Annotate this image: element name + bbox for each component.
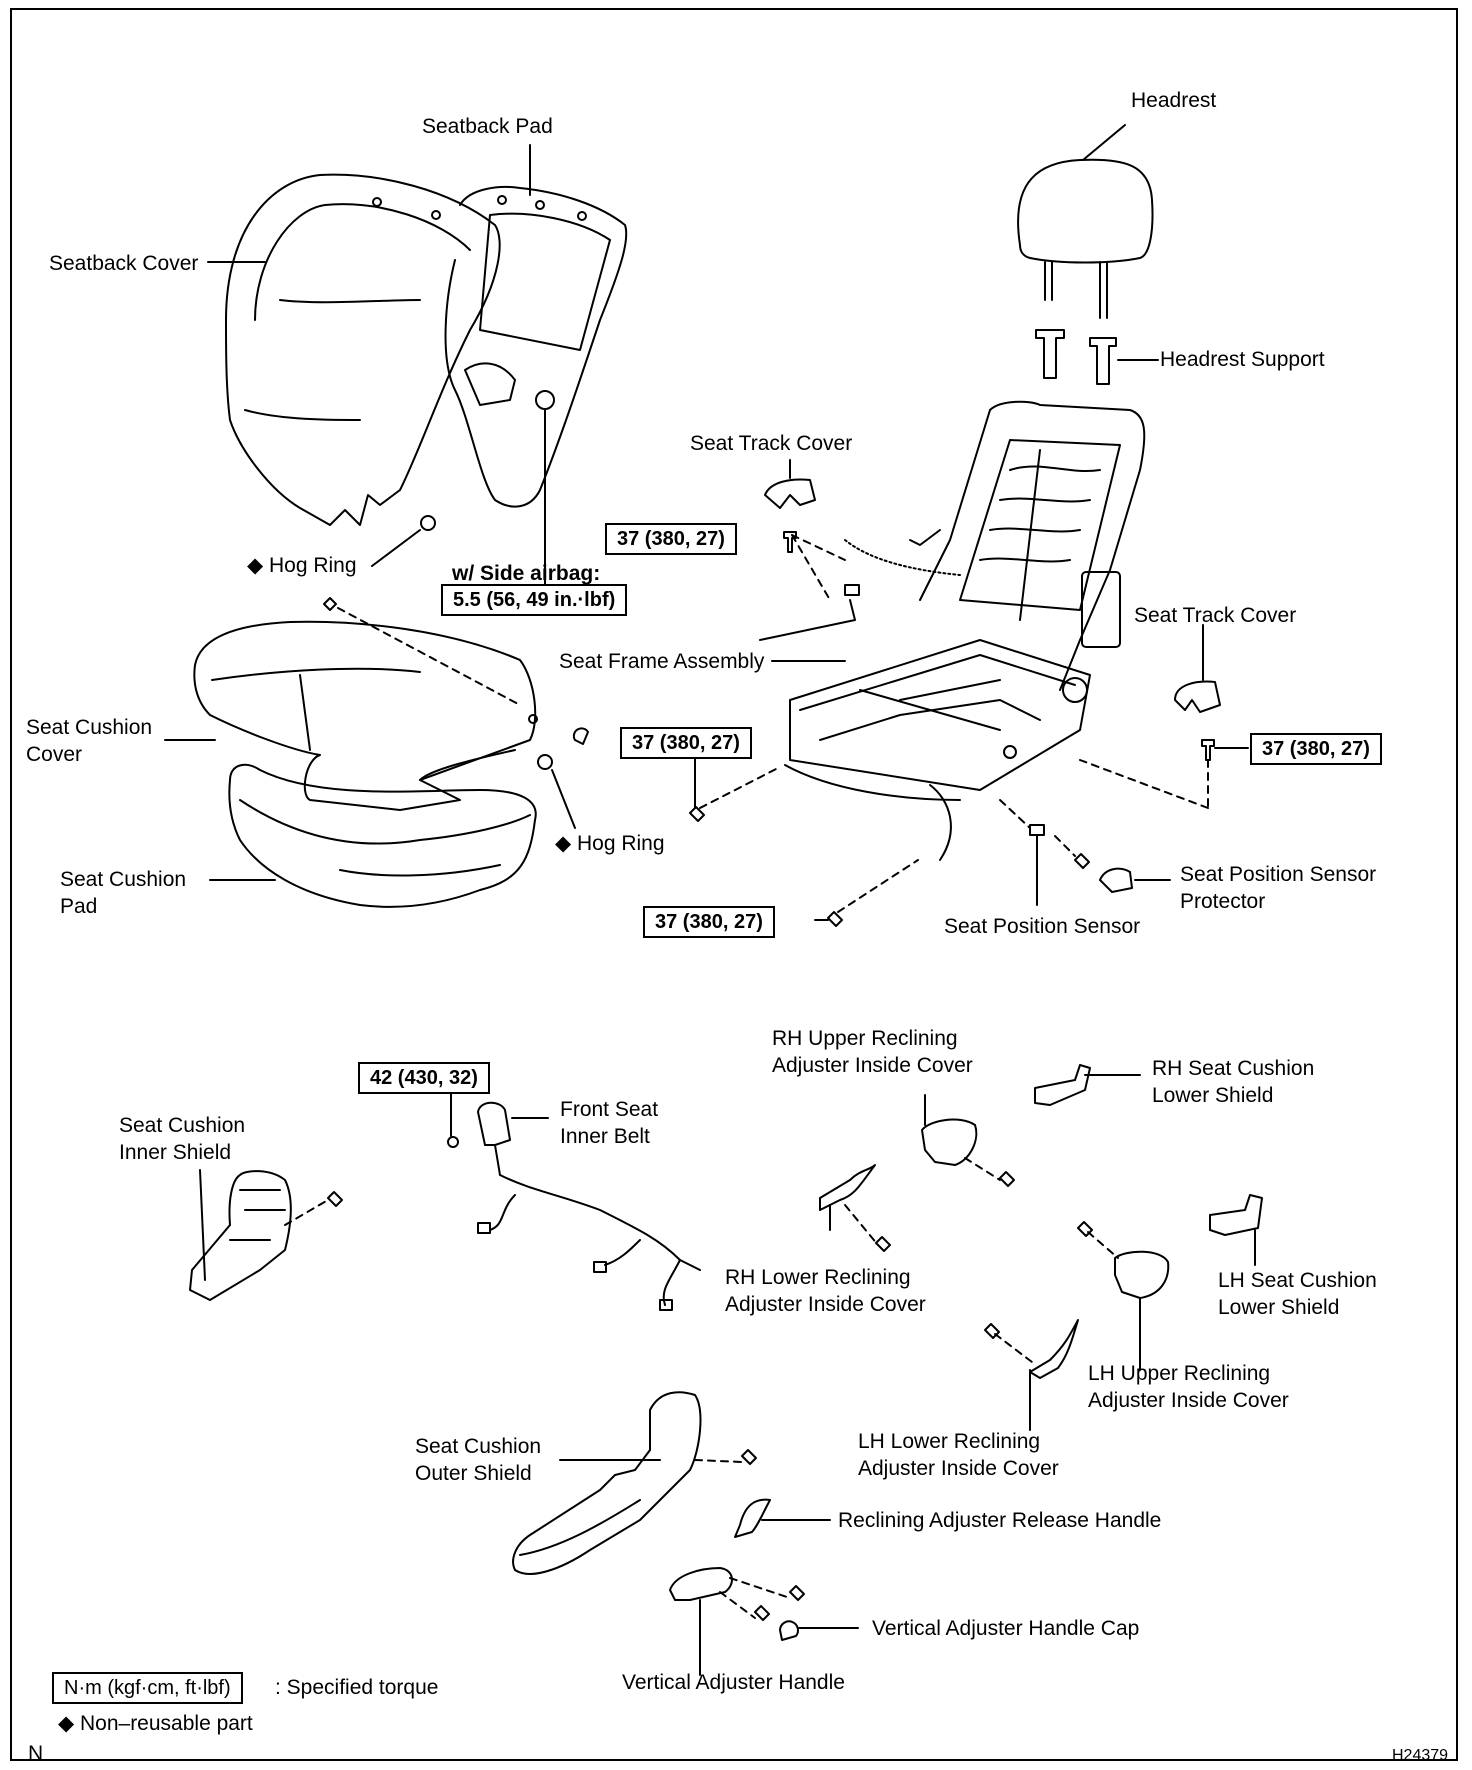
legend-torque-text: : Specified torque: [275, 1676, 439, 1699]
label-vertical-adjuster-handle-cap: Vertical Adjuster Handle Cap: [872, 1617, 1140, 1640]
diagram-id: H24379: [1392, 1747, 1449, 1764]
legend-nonreusable: ◆ Non–reusable part: [58, 1712, 253, 1735]
seat-cushion-inner-shield-drawing: [189, 1169, 343, 1301]
lh-upper-reclining-cover-drawing: [1077, 1221, 1170, 1371]
label-seat-position-sensor: Seat Position Sensor: [944, 915, 1141, 938]
label-hog-ring-2: ◆ Hog Ring: [555, 832, 665, 855]
hog-ring-1-drawing: [371, 515, 436, 567]
torque-box-inner-belt: 42 (430, 32): [358, 1062, 490, 1094]
torque-box-side-airbag: 5.5 (56, 49 in.·lbf): [441, 584, 628, 616]
seat-cushion-cover-drawing: [164, 597, 589, 811]
label-seat-frame-assembly: Seat Frame Assembly: [559, 650, 765, 673]
seatback-pad-drawing: [444, 144, 628, 586]
legend-torque-box: N·m (kgf·cm, ft·lbf): [52, 1672, 243, 1704]
hog-ring-2-drawing: [537, 754, 576, 829]
label-seatback-cover: Seatback Cover: [49, 252, 199, 275]
label-seatback-pad: Seatback Pad: [422, 115, 553, 138]
seat-track-cover-1-drawing: [764, 459, 816, 509]
seat-position-sensor-drawing: [999, 799, 1171, 906]
reclining-release-handle-drawing: [734, 1498, 831, 1538]
torque-box-frame-front: 37 (380, 27): [620, 727, 752, 759]
rh-upper-reclining-cover-drawing: [921, 1094, 1015, 1187]
label-headrest-support: Headrest Support: [1160, 348, 1325, 371]
rh-seat-cushion-lower-shield-drawing: [1034, 1064, 1141, 1106]
rh-lower-reclining-cover-drawing: [819, 1164, 891, 1252]
seatback-cover-drawing: [207, 173, 501, 526]
torque-box-frame-bottom: 37 (380, 27): [643, 906, 775, 938]
label-seat-track-cover-1: Seat Track Cover: [690, 432, 853, 455]
label-side-airbag: w/ Side airbag:: [452, 562, 601, 585]
seat-frame-drawing: [759, 400, 1146, 861]
torque-box-seat-track: 37 (380, 27): [605, 523, 737, 555]
lh-seat-cushion-lower-shield-drawing: [1209, 1194, 1263, 1266]
label-seat-track-cover-2: Seat Track Cover: [1134, 604, 1297, 627]
seat-cushion-outer-shield-drawing: [512, 1391, 757, 1575]
headrest-support-drawing: [1035, 329, 1159, 385]
lh-lower-reclining-cover-drawing: [984, 1319, 1079, 1431]
corner-mark: N: [28, 1742, 44, 1765]
diagram-frame: [10, 8, 1458, 1761]
headrest-drawing: [1017, 124, 1154, 319]
label-hog-ring-1: ◆ Hog Ring: [247, 554, 357, 577]
label-reclining-release-handle: Reclining Adjuster Release Handle: [838, 1509, 1162, 1532]
seat-cushion-pad-drawing: [209, 763, 537, 908]
label-headrest: Headrest: [1131, 89, 1217, 112]
seat-track-cover-2-drawing: [1174, 624, 1221, 713]
vertical-adjuster-handle-drawing: [669, 1567, 859, 1676]
label-vertical-adjuster-handle: Vertical Adjuster Handle: [622, 1671, 845, 1694]
torque-box-frame-right: 37 (380, 27): [1250, 733, 1382, 765]
bolts-drawing: [689, 531, 1249, 927]
